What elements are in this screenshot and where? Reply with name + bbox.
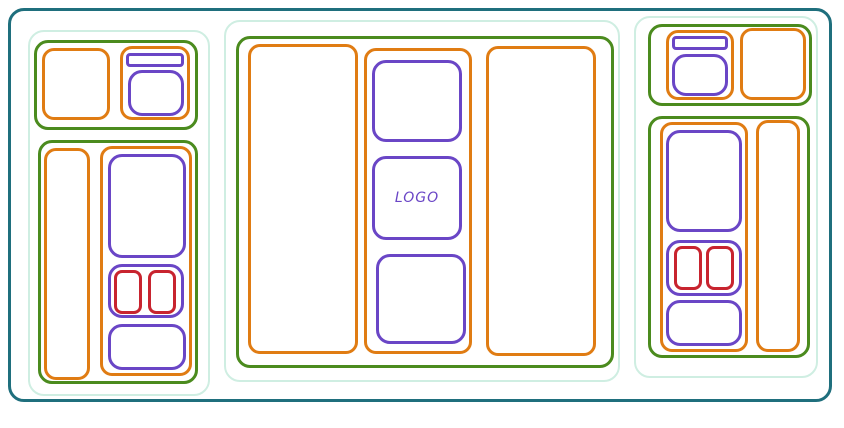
right-top-bar-element xyxy=(672,36,728,50)
center-middle-column xyxy=(364,48,472,354)
logo-label: LOGO xyxy=(394,190,440,206)
right-section xyxy=(634,16,818,378)
center-section xyxy=(224,20,620,382)
center-group xyxy=(236,36,614,368)
left-bottom-pair-item-1 xyxy=(114,270,142,314)
left-top-element xyxy=(128,70,184,116)
left-section xyxy=(28,30,210,396)
center-left-panel xyxy=(248,44,358,354)
left-bottom-pair-item-2 xyxy=(148,270,176,314)
left-bottom-sidebar xyxy=(44,148,90,380)
center-bottom-element xyxy=(376,254,466,344)
right-bottom-pair-container xyxy=(666,240,742,296)
right-bottom-main-element xyxy=(666,130,742,232)
right-bottom-group xyxy=(648,116,810,358)
left-top-panel xyxy=(42,48,110,120)
right-bottom-pair-item-2 xyxy=(706,246,734,290)
right-top-panel-left xyxy=(666,30,734,100)
left-bottom-pair-container xyxy=(108,264,184,318)
left-bottom-footer-element xyxy=(108,324,186,370)
logo-box: LOGO xyxy=(372,156,462,240)
left-bottom-main-element xyxy=(108,154,186,258)
right-top-group xyxy=(648,24,812,106)
outer-frame xyxy=(8,8,832,402)
center-top-element xyxy=(372,60,462,142)
right-top-element xyxy=(672,54,728,96)
right-bottom-sidebar xyxy=(756,120,800,352)
right-bottom-pair-item-1 xyxy=(674,246,702,290)
left-top-bar-element xyxy=(126,53,184,67)
center-right-panel xyxy=(486,46,596,356)
left-bottom-group xyxy=(38,140,198,384)
right-bottom-footer-element xyxy=(666,300,742,346)
left-top-panel-right xyxy=(120,46,190,120)
left-top-group xyxy=(34,40,198,130)
right-top-panel-right xyxy=(740,28,806,100)
right-bottom-column xyxy=(660,122,748,352)
left-bottom-column xyxy=(100,146,192,376)
